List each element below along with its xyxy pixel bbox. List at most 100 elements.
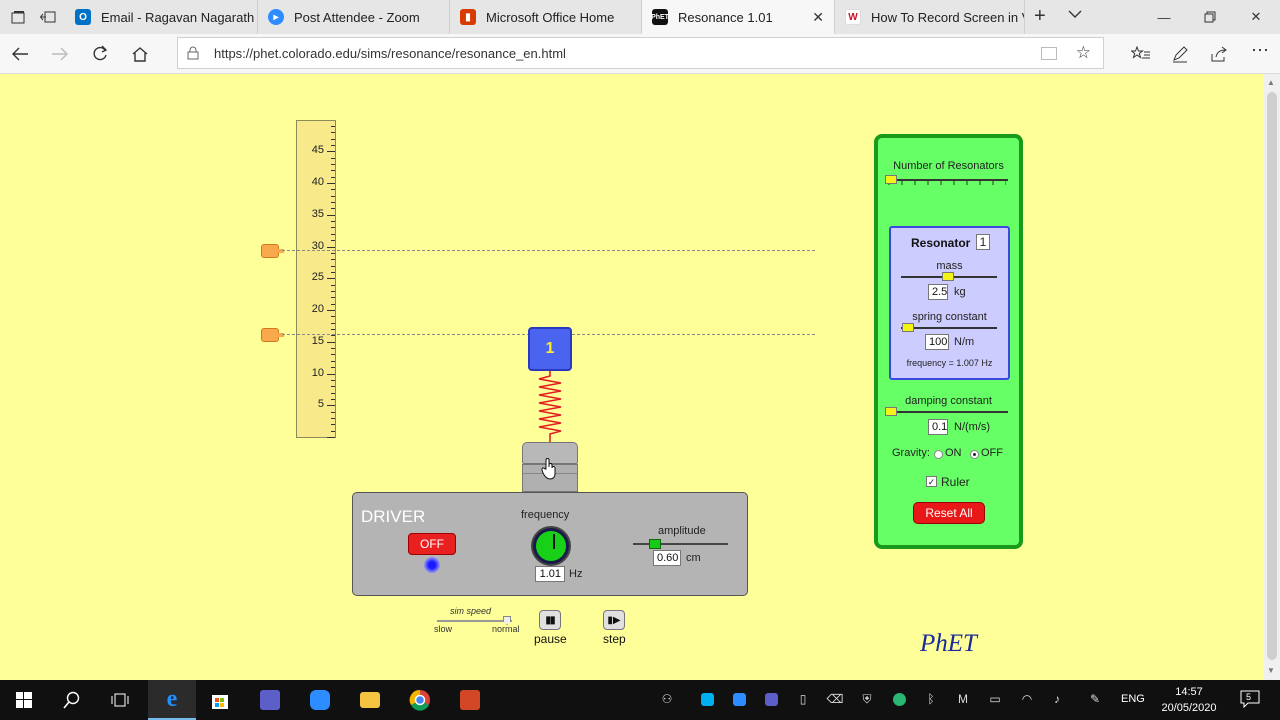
scrollbar-thumb[interactable] xyxy=(1267,92,1277,660)
task-view-icon[interactable] xyxy=(96,680,144,720)
bluetooth-icon[interactable]: ᛒ xyxy=(927,692,935,706)
spring-constant-slider[interactable] xyxy=(901,327,997,329)
close-tab-icon[interactable]: ✕ xyxy=(812,8,824,25)
spring-constant-thumb[interactable] xyxy=(902,323,914,332)
pen-icon[interactable] xyxy=(1168,42,1192,66)
damping-label: damping constant xyxy=(905,395,992,407)
ruler-checkbox[interactable]: ✓ xyxy=(926,476,937,487)
resonator-mass[interactable]: 1 xyxy=(528,327,572,371)
start-icon[interactable] xyxy=(0,680,48,720)
tab-zoom[interactable]: ▸ Post Attendee - Zoom xyxy=(258,0,450,34)
page-scrollbar[interactable]: ▲ ▼ xyxy=(1264,74,1280,680)
ruler-tick xyxy=(327,183,335,184)
ruler-tick xyxy=(331,157,335,159)
tab-resonance[interactable]: PhET Resonance 1.01 ✕ xyxy=(642,0,835,34)
tab-email[interactable]: O Email - Ragavan Nagarath xyxy=(65,0,258,34)
reset-all-button[interactable]: Reset All xyxy=(913,502,985,524)
zoom-taskbar-icon[interactable] xyxy=(296,680,344,720)
amplitude-slider-thumb[interactable] xyxy=(649,539,661,549)
forward-icon[interactable] xyxy=(48,42,72,66)
edge-taskbar-icon[interactable]: e xyxy=(148,680,196,720)
damping-field[interactable]: 0.1 xyxy=(928,419,948,435)
more-options-icon[interactable]: ⋯ xyxy=(1251,39,1269,60)
teams-tray-icon[interactable] xyxy=(762,690,780,708)
set-tabs-aside-icon[interactable] xyxy=(38,7,58,27)
damping-slider-thumb[interactable] xyxy=(885,407,897,416)
chrome-icon[interactable] xyxy=(396,680,444,720)
height-marker[interactable] xyxy=(261,328,284,342)
resonator-select[interactable]: 1 xyxy=(976,234,990,250)
gravity-on-radio[interactable] xyxy=(934,450,943,459)
frequency-knob[interactable] xyxy=(531,526,571,566)
ruler-tick xyxy=(331,424,335,426)
num-resonators-thumb[interactable] xyxy=(885,175,897,184)
frequency-field[interactable]: 1.01 xyxy=(535,566,565,582)
shield-icon[interactable]: ⛨ xyxy=(862,691,872,706)
spring-constant-field[interactable]: 100 xyxy=(925,334,949,350)
step-button[interactable]: ▮▶ xyxy=(603,610,625,630)
sim-speed-thumb[interactable] xyxy=(503,616,511,625)
volume-icon[interactable]: ♪ xyxy=(1054,692,1060,706)
height-marker[interactable] xyxy=(261,244,284,258)
tab-record-screen[interactable]: W How To Record Screen in V xyxy=(835,0,1025,34)
home-icon[interactable] xyxy=(128,42,152,66)
back-icon[interactable] xyxy=(8,42,32,66)
ruler-tick xyxy=(327,310,335,311)
zoom-tray-icon[interactable] xyxy=(730,690,748,708)
gravity-off-radio[interactable] xyxy=(970,450,979,459)
notifications-icon[interactable]: 5 xyxy=(1238,690,1262,708)
restore-icon[interactable] xyxy=(1187,0,1233,34)
mass-slider-thumb[interactable] xyxy=(942,272,954,281)
wifi-icon[interactable]: ◠ xyxy=(1021,692,1033,706)
num-resonators-slider[interactable] xyxy=(888,179,1008,181)
people-icon[interactable]: ⚇ xyxy=(661,692,673,706)
document-icon[interactable]: ▯ xyxy=(799,692,807,706)
address-bar[interactable]: https://phet.colorado.edu/sims/resonance… xyxy=(177,37,1104,69)
skype-icon[interactable] xyxy=(698,690,716,708)
scroll-up-icon[interactable]: ▲ xyxy=(1267,78,1275,87)
ruler-tick xyxy=(331,348,335,350)
tab-title: Post Attendee - Zoom xyxy=(294,9,420,25)
share-icon[interactable] xyxy=(1207,42,1231,66)
driver-power-button[interactable]: OFF xyxy=(408,533,456,555)
tab-actions-icon[interactable] xyxy=(8,7,28,27)
eraser-icon[interactable]: ⌫ xyxy=(826,692,844,706)
close-window-icon[interactable]: ✕ xyxy=(1250,9,1262,24)
store-icon[interactable] xyxy=(196,680,244,720)
amplitude-field[interactable]: 0.60 xyxy=(653,550,681,566)
clock[interactable]: 14:57 20/05/2020 xyxy=(1152,684,1226,716)
edge-icon: e xyxy=(166,685,178,712)
browser-tab-bar: O Email - Ragavan Nagarath ▸ Post Attend… xyxy=(0,0,1280,34)
phet-logo[interactable]: PhET xyxy=(920,630,977,657)
ruler-tick xyxy=(331,430,335,432)
url-text: https://phet.colorado.edu/sims/resonance… xyxy=(214,46,566,61)
sync-icon[interactable] xyxy=(890,690,908,708)
driver-title: DRIVER xyxy=(361,507,426,526)
search-icon[interactable] xyxy=(48,680,96,720)
file-explorer-icon[interactable] xyxy=(346,680,394,720)
favorite-star-icon[interactable]: ☆ xyxy=(1075,43,1091,62)
mass-field[interactable]: 2.5 xyxy=(928,284,948,300)
new-tab-icon[interactable]: + xyxy=(1034,5,1046,27)
minimize-icon[interactable]: — xyxy=(1157,9,1171,25)
battery-icon[interactable]: ▭ xyxy=(989,692,1001,706)
favorites-list-icon[interactable] xyxy=(1129,42,1153,66)
language-indicator[interactable]: ENG xyxy=(1121,693,1145,705)
sim-speed-slider[interactable] xyxy=(437,620,512,622)
pause-button[interactable]: ▮▮ xyxy=(539,610,561,630)
amplitude-slider-track[interactable] xyxy=(633,543,728,545)
refresh-icon[interactable] xyxy=(88,42,112,66)
scroll-down-icon[interactable]: ▼ xyxy=(1267,666,1275,675)
tab-office[interactable]: ▮ Microsoft Office Home xyxy=(450,0,642,34)
reading-view-icon[interactable] xyxy=(1041,47,1057,60)
ruler-checkbox-label: Ruler xyxy=(941,475,970,489)
powerpoint-icon[interactable] xyxy=(446,680,494,720)
teams-icon[interactable] xyxy=(246,680,294,720)
damping-slider[interactable] xyxy=(888,411,1008,413)
malwarebytes-icon[interactable]: M xyxy=(958,692,968,706)
ruler-tick xyxy=(327,214,335,216)
pen-workspace-icon[interactable]: ✎ xyxy=(1089,692,1101,706)
chevron-down-icon[interactable] xyxy=(1068,8,1082,22)
